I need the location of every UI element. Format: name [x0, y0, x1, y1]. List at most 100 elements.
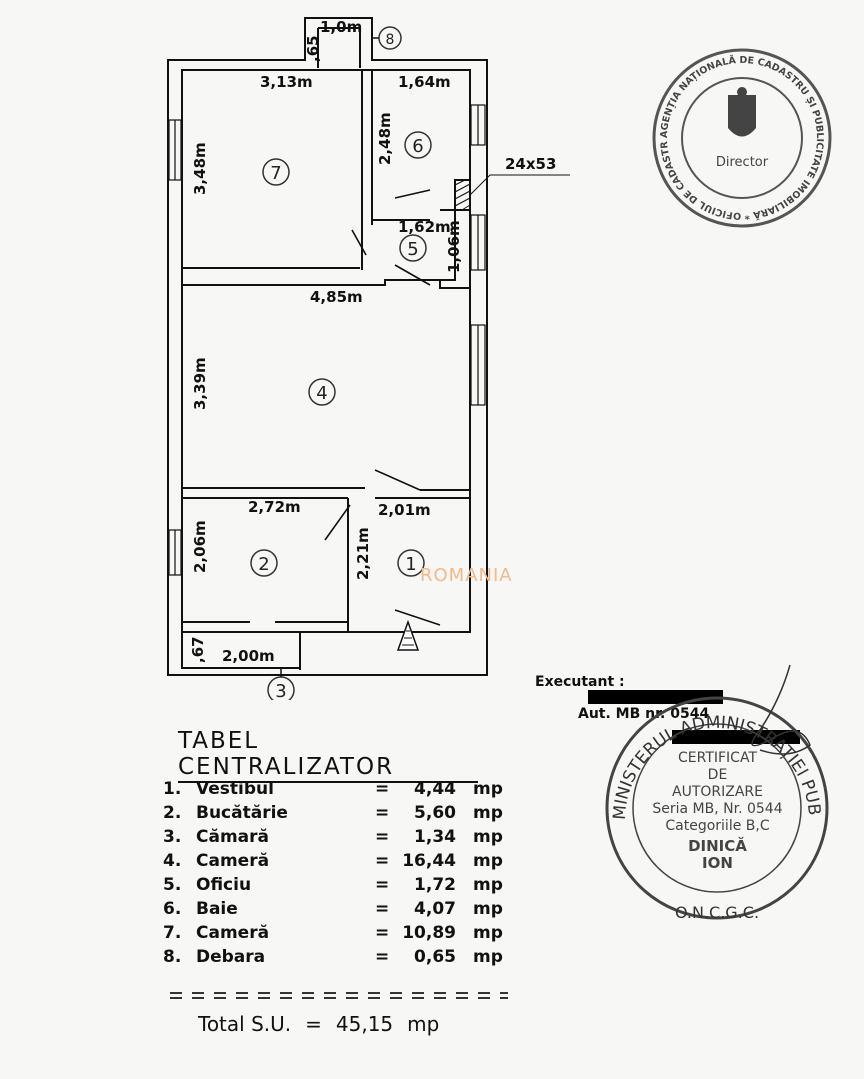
row-value: 0,65: [414, 947, 456, 967]
stamp-line: DINICĂ: [688, 837, 747, 855]
row-unit: mp: [473, 947, 503, 967]
dim-room5-width: 1,62m: [398, 218, 451, 236]
dim-shaft: 24x53: [505, 155, 556, 173]
plan-walls: [167, 17, 488, 676]
table-row: 5. Oficiu = 1,72 mp: [163, 875, 513, 899]
total-unit: mp: [407, 1012, 440, 1036]
shaft-hatch: [454, 174, 570, 211]
room-markers: [250, 26, 432, 700]
row-unit: mp: [473, 899, 503, 919]
authorization-stamp: MINISTERUL ADMINISTRAȚIEI PUBLICE O.N.C.…: [600, 690, 829, 922]
table-row: 1. Vestibul = 4,44 mp: [163, 779, 513, 803]
row-equals: =: [375, 827, 390, 847]
dim-room7-width: 3,13m: [260, 73, 313, 91]
stamp-line: Seria MB, Nr. 0544: [652, 801, 783, 817]
entrance-arrow-icon: [396, 619, 420, 651]
coat-of-arms-icon: [728, 87, 756, 137]
authorization-number: Aut. MB nr. 0544: [578, 706, 710, 722]
dim-room7-depth: 3,48m: [191, 142, 209, 195]
row-equals: =: [375, 947, 390, 967]
row-number: 3.: [163, 827, 182, 847]
dim-camara-depth: ,67: [189, 636, 207, 663]
room-number-4: 4: [316, 383, 327, 404]
room-number-1: 1: [405, 554, 416, 575]
row-name: Debara: [196, 947, 266, 967]
row-equals: =: [375, 803, 390, 823]
row-unit: mp: [473, 923, 503, 943]
room-number-7: 7: [270, 163, 281, 184]
row-equals: =: [375, 899, 390, 919]
row-value: 16,44: [402, 851, 456, 871]
stamp-line: DE: [707, 767, 728, 783]
room-number-5: 5: [407, 239, 418, 260]
row-number: 5.: [163, 875, 182, 895]
row-value: 4,07: [414, 899, 456, 919]
row-equals: =: [375, 851, 390, 871]
total-row: Total S.U. = 45,15 mp: [198, 1012, 453, 1036]
row-name: Bucătărie: [196, 803, 288, 823]
windows: [168, 104, 486, 576]
stamp-line: Categoriile B,C: [665, 818, 770, 834]
table-row: 8. Debara = 0,65 mp: [163, 947, 513, 971]
floor-plan: 1,0m ,65 3,13m 3,48m 1,64m 2,48m 24x53 1…: [0, 0, 832, 700]
dim-room4-depth: 3,39m: [191, 357, 209, 410]
row-name: Cameră: [196, 923, 270, 943]
executant-label: Executant :: [535, 674, 625, 690]
room-number-2: 2: [258, 554, 269, 575]
row-equals: =: [375, 923, 390, 943]
row-number: 2.: [163, 803, 182, 823]
table-row: 3. Cămară = 1,34 mp: [163, 827, 513, 851]
table-title: TABEL CENTRALIZATOR: [178, 728, 478, 783]
stamp-line: ION: [702, 854, 733, 872]
row-equals: =: [375, 779, 390, 799]
romania-watermark: ROMANIA: [420, 565, 513, 586]
row-name: Cămară: [196, 827, 269, 847]
dashed-separator: [170, 992, 508, 999]
total-label: Total S.U.: [198, 1012, 292, 1036]
table-row: 6. Baie = 4,07 mp: [163, 899, 513, 923]
row-name: Cameră: [196, 851, 270, 871]
row-number: 6.: [163, 899, 182, 919]
row-number: 7.: [163, 923, 182, 943]
room-number-3: 3: [275, 681, 286, 700]
row-unit: mp: [473, 803, 503, 823]
row-number: 4.: [163, 851, 182, 871]
row-number: 8.: [163, 947, 182, 967]
stamp-director-label: Director: [716, 155, 769, 170]
dim-room1-depth: 2,21m: [354, 527, 372, 580]
signature-scribble: [751, 664, 811, 755]
row-value: 1,34: [414, 827, 456, 847]
row-unit: mp: [473, 827, 503, 847]
dim-room2-depth: 2,06m: [191, 520, 209, 573]
door-swings: [324, 189, 441, 626]
dim-room2-width: 2,72m: [248, 498, 301, 516]
dim-camara-width: 2,00m: [222, 647, 275, 665]
stamp-certificate-block: CERTIFICAT DE AUTORIZARE Seria MB, Nr. 0…: [640, 750, 795, 872]
cadastre-stamp: Director AGENȚIA NAȚIONALĂ DE CADASTRU Ș…: [0, 0, 832, 228]
row-unit: mp: [473, 875, 503, 895]
total-value: 45,15: [335, 1012, 394, 1036]
row-value: 4,44: [414, 779, 456, 799]
total-equals: =: [305, 1012, 322, 1036]
row-value: 1,72: [414, 875, 456, 895]
dim-room5-depth: 1,06m: [445, 220, 463, 273]
dim-debara-width: 1,0m: [320, 18, 362, 36]
stamp-top-ring-text: AGENȚIA NAȚIONALĂ DE CADASTRU ȘI PUBLICI…: [0, 0, 825, 221]
row-name: Baie: [196, 899, 238, 919]
dim-room6-width: 1,64m: [398, 73, 451, 91]
stamp-oncgc: O.N.C.G.C.: [675, 903, 759, 922]
dim-room6-depth: 2,48m: [376, 112, 394, 165]
row-name: Oficiu: [196, 875, 252, 895]
row-number: 1.: [163, 779, 182, 799]
room-number-6: 6: [412, 136, 423, 157]
row-name: Vestibul: [196, 779, 274, 799]
dim-debara-depth: ,65: [304, 35, 322, 62]
row-equals: =: [375, 875, 390, 895]
room-number-8: 8: [386, 32, 395, 48]
row-unit: mp: [473, 779, 503, 799]
row-value: 5,60: [414, 803, 456, 823]
table-row: 2. Bucătărie = 5,60 mp: [163, 803, 513, 827]
dim-room1-width: 2,01m: [378, 501, 431, 519]
